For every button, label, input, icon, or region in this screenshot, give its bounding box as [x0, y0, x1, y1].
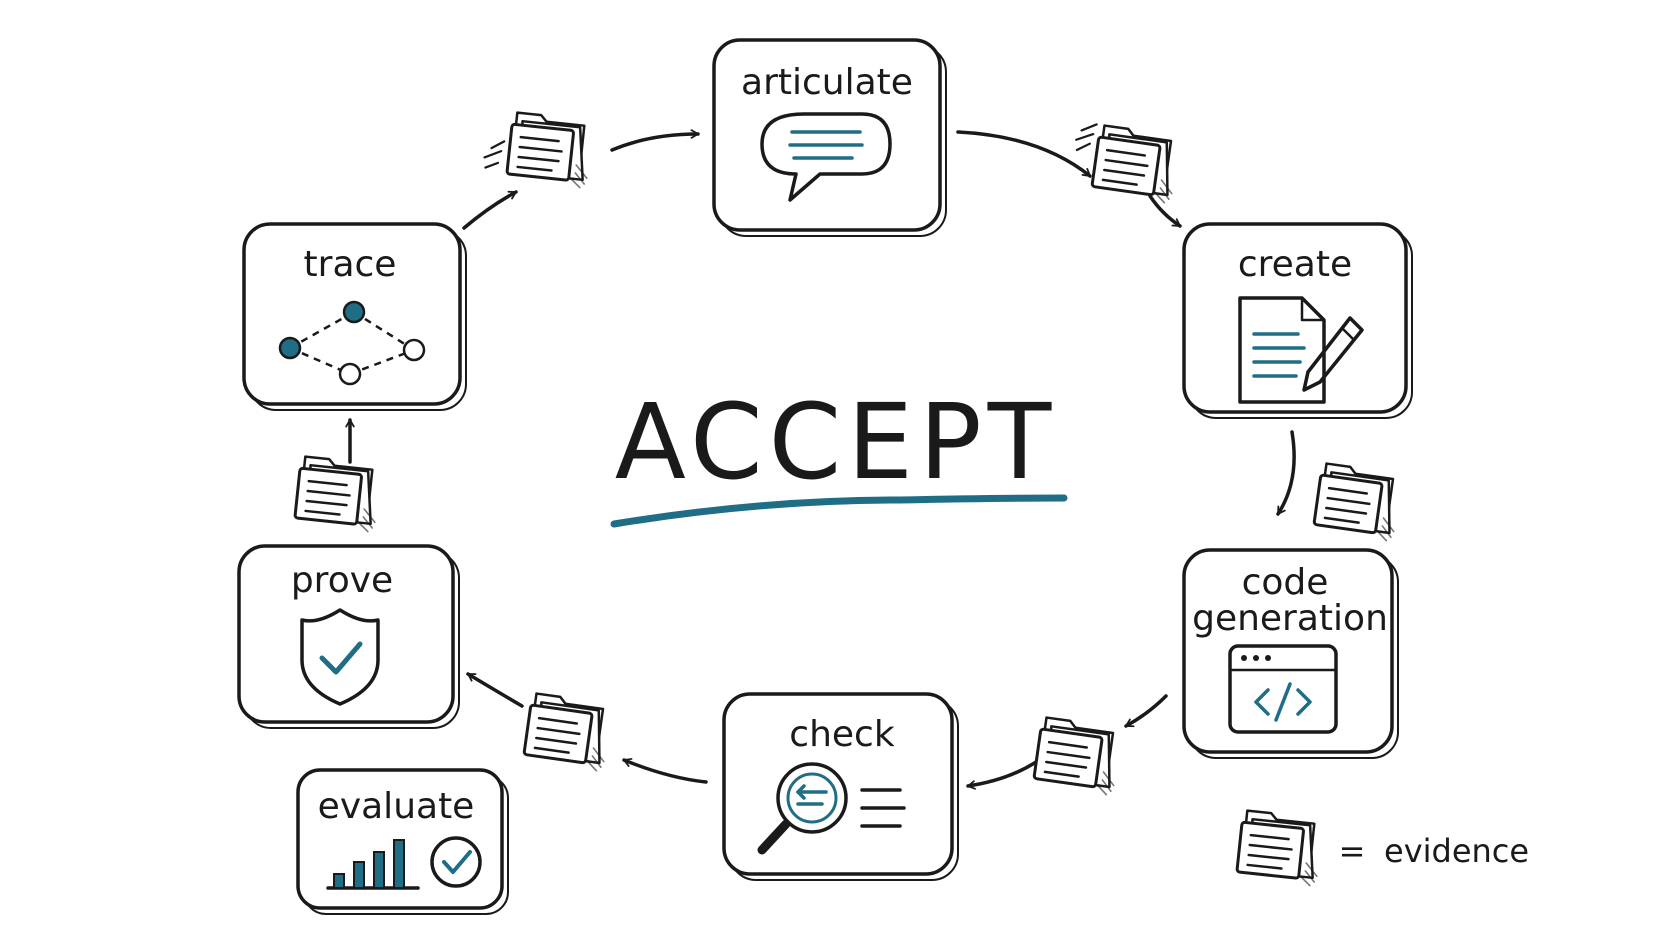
stage-code-generation: code generation: [1182, 548, 1399, 759]
stage-check: check: [722, 692, 959, 881]
stage-label-trace: trace: [304, 244, 397, 285]
evidence-folders: [292, 110, 1404, 797]
center-title-group: ACCEPT: [610, 381, 1068, 528]
evidence-folder-icon: [292, 454, 383, 534]
magnifier-list-icon: [757, 762, 906, 855]
legend-equals: =: [1339, 832, 1366, 870]
stage-articulate: articulate: [712, 38, 947, 237]
code-window-icon: [1228, 644, 1338, 734]
arrow-check-to-evidence: [622, 758, 708, 784]
evidence-folder-icon: [1311, 461, 1404, 543]
arrow-code-to-evidence: [1124, 694, 1168, 728]
stage-trace: trace: [242, 222, 467, 411]
stage-label-prove: prove: [291, 560, 393, 601]
shield-check-icon: [300, 608, 380, 706]
arrow-into-create: [1148, 194, 1182, 228]
speech-bubble-icon: [760, 112, 892, 202]
legend-label: evidence: [1384, 832, 1529, 870]
arrow-articulate-to-evidence: [956, 130, 1092, 178]
center-title: ACCEPT: [615, 381, 1058, 503]
stage-label-articulate: articulate: [741, 62, 913, 103]
title-underline: [610, 494, 1068, 528]
stage-create: create: [1182, 222, 1413, 419]
arrow-into-check: [966, 760, 1038, 790]
cycle-arrows: [345, 129, 1296, 790]
evidence-folder-icon: [1234, 808, 1325, 888]
arrow-trace-to-evidence: [462, 190, 518, 230]
stage-label-check: check: [789, 714, 895, 755]
stage-label-evaluate: evaluate: [318, 786, 475, 827]
arrow-into-prove: [466, 672, 524, 708]
arrow-into-articulate: [610, 129, 700, 152]
legend: = evidence: [1234, 808, 1529, 888]
stage-prove: prove: [237, 544, 460, 729]
arrow-create-to-code: [1276, 430, 1296, 516]
stage-label-generation: generation: [1192, 598, 1388, 639]
document-pencil-icon: [1238, 296, 1364, 404]
stage-evaluate: evaluate: [296, 768, 509, 915]
evidence-folder-icon: [1075, 123, 1182, 205]
bar-chart-check-icon: [326, 836, 482, 890]
evidence-folder-icon: [1031, 715, 1124, 797]
stage-label-create: create: [1238, 244, 1352, 285]
connected-nodes-icon: [278, 300, 426, 386]
evidence-folder-icon: [521, 691, 614, 773]
evidence-folder-icon: [483, 110, 595, 190]
stage-label-code: code: [1242, 562, 1329, 603]
